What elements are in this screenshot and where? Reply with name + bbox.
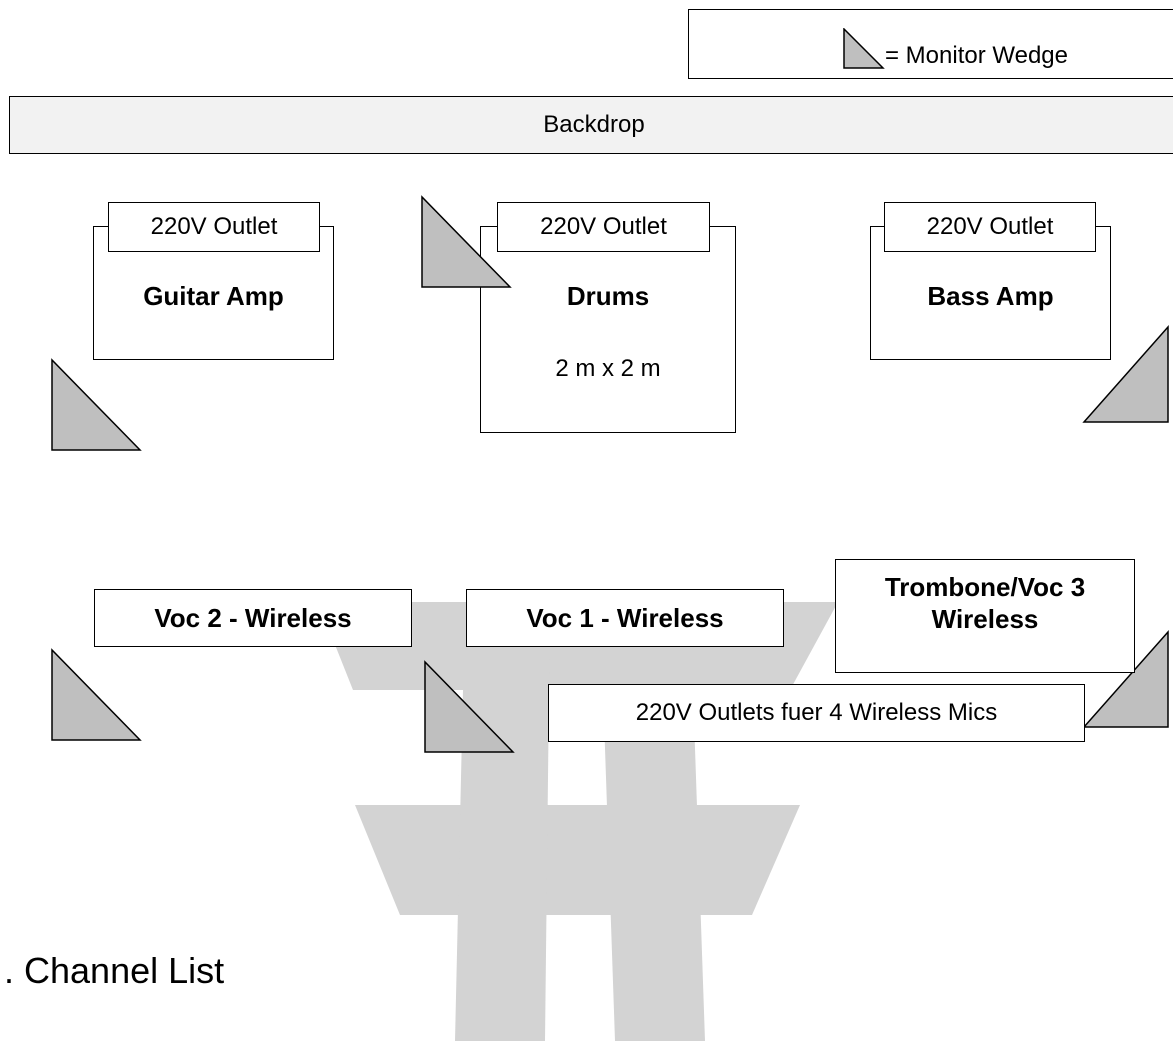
wireless-outlets-box: 220V Outlets fuer 4 Wireless Mics (548, 684, 1085, 742)
drums-outlet: 220V Outlet (497, 202, 710, 252)
legend-box (688, 9, 1173, 79)
monitor-wedge-icon (1082, 325, 1169, 423)
monitor-wedge-icon (1082, 630, 1169, 728)
guitar-amp-title: Guitar Amp (143, 281, 284, 311)
drums-title: Drums (566, 281, 650, 311)
legend-label: = Monitor Wedge (885, 42, 1068, 69)
monitor-wedge-icon (424, 660, 515, 753)
monitor-wedge-icon (51, 358, 142, 451)
backdrop: Backdrop (9, 96, 1173, 154)
drums-size: 2 m x 2 m (555, 355, 661, 382)
voc1-position: Voc 1 - Wireless (466, 589, 784, 647)
drums-riser: Drums 2 m x 2 m (480, 226, 736, 433)
trombone-position: Trombone/Voc 3 Wireless (835, 559, 1135, 673)
monitor-wedge-icon (51, 648, 142, 741)
channel-list-title: . Channel List (4, 950, 225, 991)
trombone-label-line1: Trombone/Voc 3 (884, 572, 1086, 602)
voc2-position: Voc 2 - Wireless (94, 589, 412, 647)
bass-amp-outlet: 220V Outlet (884, 202, 1096, 252)
trombone-label-line2: Wireless (931, 604, 1039, 634)
bass-amp-title: Bass Amp (927, 281, 1054, 311)
guitar-amp-outlet: 220V Outlet (108, 202, 320, 252)
monitor-wedge-icon (843, 28, 885, 69)
monitor-wedge-icon (421, 195, 512, 288)
